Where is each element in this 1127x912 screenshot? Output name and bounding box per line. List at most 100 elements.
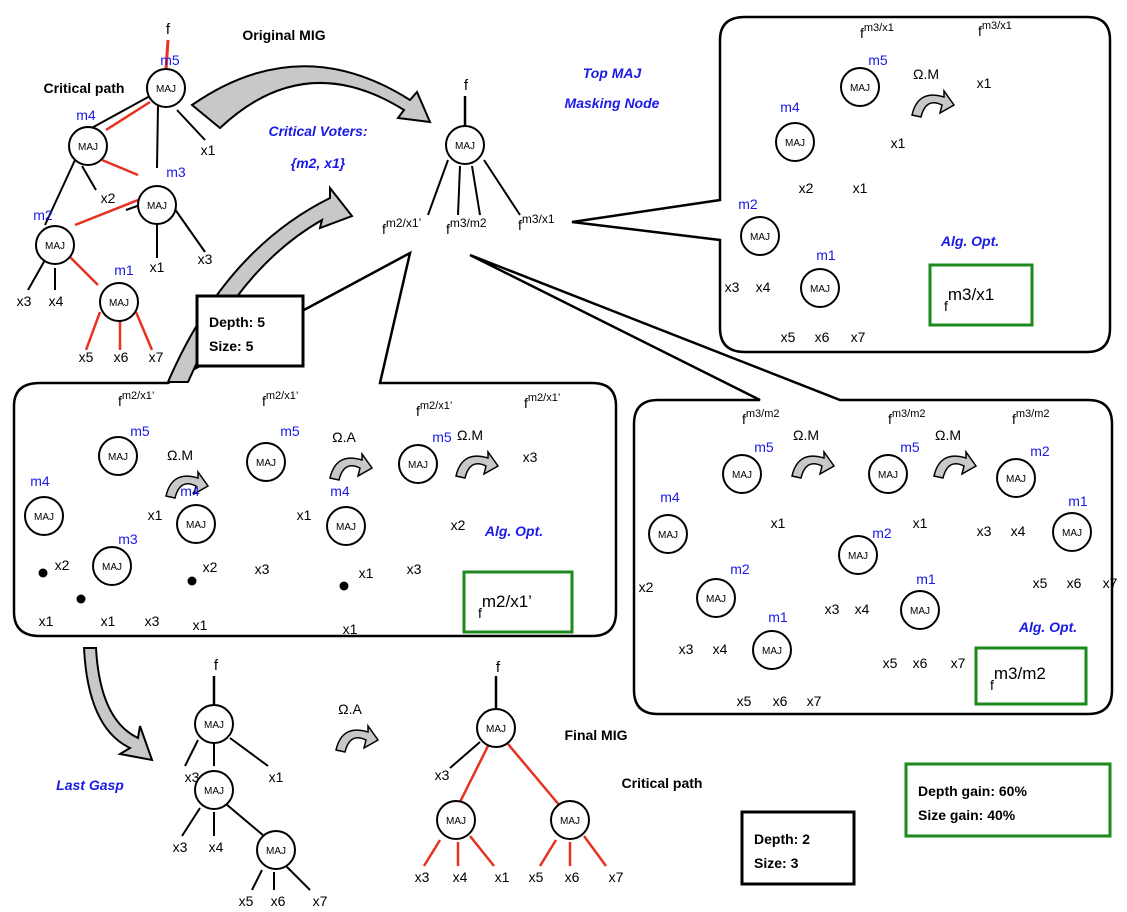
- node-id: m2: [872, 525, 892, 541]
- label: x7: [609, 869, 624, 885]
- maj-label: MAJ: [204, 786, 224, 797]
- label: x1: [193, 617, 208, 633]
- f-base: f: [990, 677, 994, 693]
- critical-edge: [164, 39, 170, 71]
- callout-head: fm3/m2: [742, 408, 780, 427]
- label: x2: [203, 559, 218, 575]
- label: x6: [271, 893, 286, 909]
- f-superscript: m2/x1’: [420, 400, 452, 412]
- edge: [171, 204, 206, 253]
- rotate-arrow: [455, 449, 500, 479]
- edge: [27, 259, 46, 291]
- edge: [471, 165, 481, 216]
- edge: [225, 803, 265, 837]
- maj-label: MAJ: [1006, 474, 1026, 485]
- maj-label: MAJ: [455, 141, 475, 152]
- maj-label: MAJ: [848, 551, 868, 562]
- stat-line: Depth gain: 60%: [918, 783, 1027, 799]
- node-id: m4: [30, 473, 50, 489]
- maj-node: [92, 546, 132, 586]
- stats-box: [195, 294, 305, 368]
- maj-label: MAJ: [34, 512, 54, 523]
- maj-node: [740, 216, 780, 256]
- maj-label: MAJ: [706, 594, 726, 605]
- critical-edge: [101, 158, 139, 177]
- maj-label: MAJ: [102, 562, 122, 573]
- output-f: f: [464, 77, 469, 94]
- label: x2: [101, 190, 116, 206]
- callout-m2-x1c: [12, 250, 618, 638]
- f-base: f: [118, 393, 122, 409]
- alg-opt-label: Alg. Opt.: [940, 233, 999, 249]
- top-maj-title: Top MAJ: [583, 65, 643, 81]
- callout-head: fm3/m2: [1012, 408, 1050, 427]
- maj-node: [176, 504, 216, 544]
- maj-node: [775, 122, 815, 162]
- label: x1: [913, 515, 928, 531]
- maj-node: [1052, 512, 1092, 552]
- maj-label: MAJ: [78, 142, 98, 153]
- shapes-layer: [12, 15, 1114, 886]
- maj-node: [146, 68, 186, 108]
- label: x4: [756, 279, 771, 295]
- label: x1: [39, 613, 54, 629]
- label: x5: [239, 893, 254, 909]
- critical-voters-set: {m2, x1}: [291, 155, 346, 171]
- result-function: fm3/x1: [944, 285, 994, 314]
- edge: [457, 165, 461, 216]
- label: x6: [1067, 575, 1082, 591]
- label: x4: [1011, 523, 1026, 539]
- edge: [87, 95, 151, 131]
- f-base: f: [944, 298, 948, 314]
- fanout-f: fm3/m2: [446, 216, 487, 237]
- f-superscript: m2/x1’: [482, 592, 532, 611]
- fanout-f: fm2/x1’: [382, 216, 421, 237]
- callout-head: fm2/x1’: [524, 392, 560, 411]
- output-f: f: [496, 659, 501, 676]
- label: x5: [883, 655, 898, 671]
- maj-label: MAJ: [266, 846, 286, 857]
- complement-dot: [187, 576, 197, 586]
- maj-node: [800, 268, 840, 308]
- label: x7: [807, 693, 822, 709]
- label: x7: [1103, 575, 1118, 591]
- label: x6: [114, 349, 129, 365]
- f-base: f: [446, 221, 450, 237]
- label: x3: [415, 869, 430, 885]
- maj-label: MAJ: [878, 470, 898, 481]
- label: x4: [453, 869, 468, 885]
- label: x3: [679, 641, 694, 657]
- f-superscript: m2/x1’: [528, 392, 560, 404]
- edge: [251, 869, 263, 891]
- callout-head: fm3/m2: [888, 408, 926, 427]
- label: x4: [855, 601, 870, 617]
- stat-line: Depth: 2: [754, 831, 810, 847]
- maj-label: MAJ: [486, 724, 506, 735]
- label: x7: [149, 349, 164, 365]
- rotate-arrow: [933, 449, 978, 479]
- complement-dot: [76, 594, 86, 604]
- critical-edge: [69, 256, 99, 286]
- node-id: m2: [730, 561, 750, 577]
- stats-box: [740, 810, 856, 886]
- op-label: Ω.M: [167, 447, 193, 463]
- arrow-last-gasp: [82, 647, 154, 762]
- f-superscript: m3/x1: [864, 22, 894, 34]
- f-superscript: m3/m2: [892, 408, 926, 420]
- edge: [156, 105, 159, 169]
- label: x2: [451, 517, 466, 533]
- nodes-layer: MAJMAJMAJMAJMAJMAJMAJMAJMAJMAJMAJMAJMAJM…: [24, 67, 1092, 870]
- label: x3: [185, 769, 200, 785]
- maj-label: MAJ: [750, 232, 770, 243]
- callout-head: fm3/x1: [978, 20, 1012, 39]
- f-superscript: m3/x1: [948, 285, 994, 304]
- label: x3: [407, 561, 422, 577]
- f-superscript: m3/m2: [450, 216, 487, 230]
- edge: [285, 865, 311, 891]
- callout-head: fm2/x1’: [416, 400, 452, 419]
- maj-label: MAJ: [45, 241, 65, 252]
- node-id: m5: [900, 439, 920, 455]
- node-id: m4: [780, 99, 800, 115]
- maj-node: [868, 454, 908, 494]
